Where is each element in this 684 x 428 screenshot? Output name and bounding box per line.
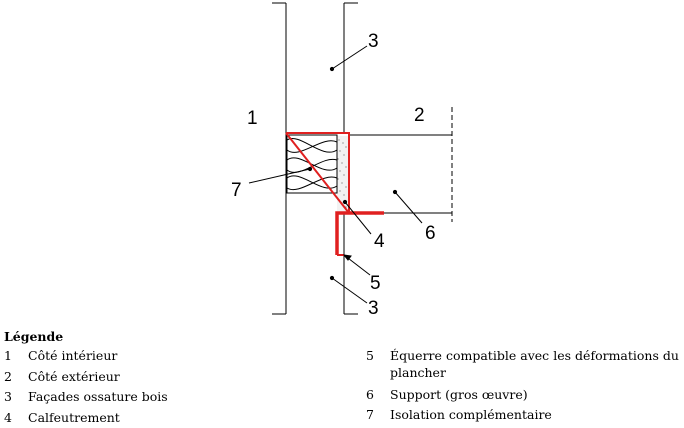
legend-item-number: 6 (366, 387, 374, 402)
technical-diagram: 1 2 3 3 4 5 6 7 (231, 2, 453, 319)
legend-item-number: 3 (4, 389, 12, 404)
legend-item-text: Façades ossature bois (28, 389, 168, 404)
legend-title: Légende (4, 329, 64, 344)
legend-item: 2 Côté extérieur (4, 368, 304, 385)
legend-item: 5 Équerre compatible avec les déformatio… (366, 347, 679, 381)
legend-item-text: Calfeutrement (28, 410, 120, 425)
legend-item: 7 Isolation complémentaire (366, 406, 679, 423)
callout-5: 5 (370, 273, 381, 294)
callout-1: 1 (247, 108, 258, 129)
callout-numbers: 1 2 3 3 4 5 6 7 (231, 31, 436, 319)
legend-item-text: Isolation complémentaire (390, 407, 552, 422)
legend-item-text: Côté extérieur (28, 369, 120, 384)
upper-wall-panel (272, 2, 358, 133)
legend-item-number: 4 (4, 410, 12, 425)
support-slab (348, 107, 453, 222)
callout-2: 2 (414, 105, 425, 126)
legend-item: 4 Calfeutrement (4, 409, 304, 426)
callout-4: 4 (374, 231, 385, 252)
callout-7: 7 (231, 180, 242, 201)
legend-item-number: 2 (4, 369, 12, 384)
legend-item-number: 7 (366, 407, 374, 422)
red-bracket-outline (285, 132, 384, 256)
legend-item-text: Support (gros œuvre) (390, 387, 528, 402)
legend-item: 3 Façades ossature bois (4, 388, 304, 405)
callout-3-bottom: 3 (368, 298, 379, 319)
legend-item: 6 Support (gros œuvre) (366, 386, 679, 403)
legend-item-text: Équerre compatible avec les déformations… (390, 348, 679, 380)
leader-lines (248, 45, 423, 304)
legend-item-number: 5 (366, 348, 374, 363)
lower-wall-panel (272, 133, 358, 315)
callout-3-top: 3 (368, 31, 379, 52)
legend-item-text: Côté intérieur (28, 348, 118, 363)
callout-6: 6 (425, 223, 436, 244)
legend-item-number: 1 (4, 348, 12, 363)
legend-item: 1 Côté intérieur (4, 347, 304, 364)
